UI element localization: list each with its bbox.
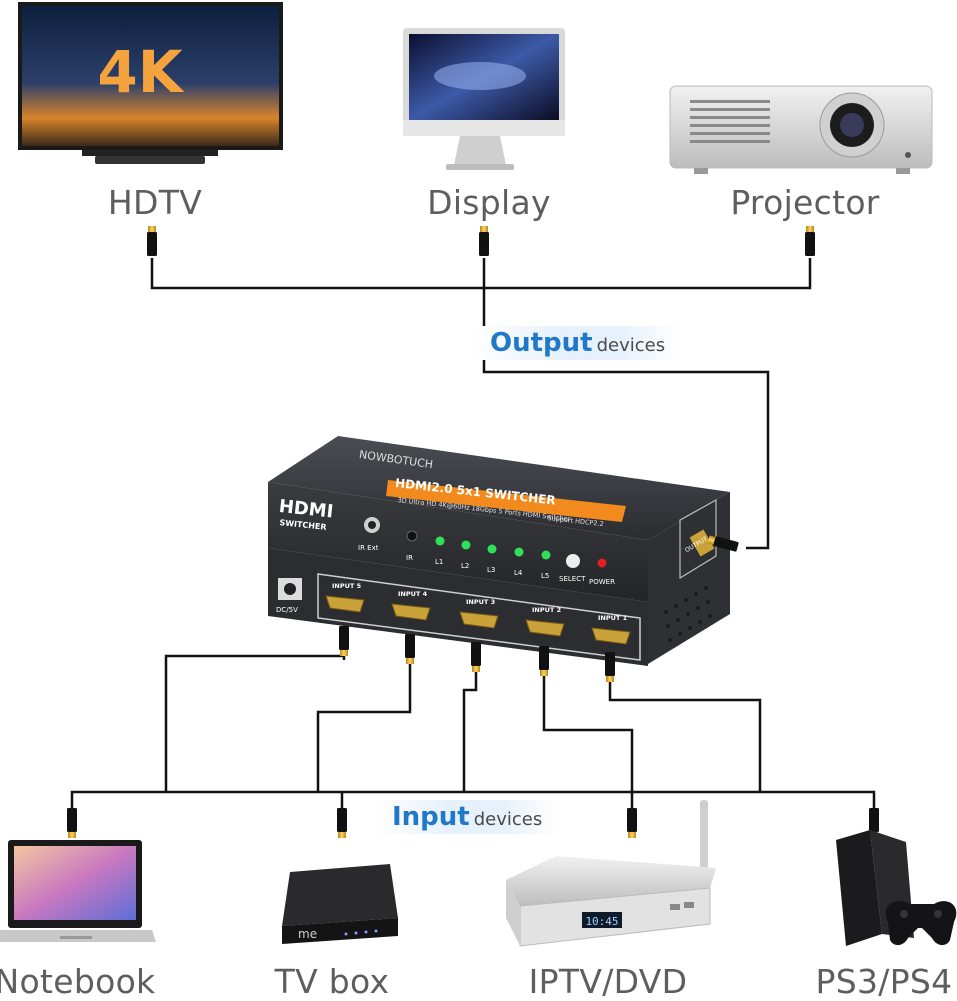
dc-label: DC/5V [276,606,298,614]
led-label-l1: L1 [435,558,444,566]
led-l1 [435,536,445,546]
input4-label: INPUT 4 [398,590,428,598]
power-label: POWER [589,578,615,586]
projector-icon [669,85,933,174]
tv-icon: 4K [18,2,283,164]
switcher-output-plug [707,535,739,552]
power-led [597,558,607,568]
select-button [566,554,580,568]
led-label-l4: L4 [514,569,523,577]
hdtv-hdmi-plug [147,226,157,256]
led-l2 [461,540,471,550]
input2-label: INPUT 2 [532,606,562,614]
display-label: Display [427,183,551,222]
game-console-icon [836,830,957,946]
hdtv-label: HDTV [107,183,203,222]
input2-plug [539,646,549,676]
tv-box-label: TV box [274,962,390,1001]
led-label-l3: L3 [487,566,496,574]
notebook-hdmi-plug [67,808,77,838]
projector-label: Projector [730,183,880,222]
input3-label: INPUT 3 [466,598,496,606]
iptv-clock-display: 10:45 [585,915,618,928]
display-hdmi-plug [479,226,489,256]
iptv-dvd-label: IPTV/DVD [528,962,688,1001]
projector-hdmi-plug [805,226,815,256]
output-band-small: devices [596,335,666,356]
led-l5 [541,550,551,560]
laptop-icon [0,840,156,942]
input5-label: INPUT 5 [332,582,362,590]
tv-box-brand: me [298,927,317,941]
notebook-label: Notebook [0,962,156,1001]
input3-plug [471,642,481,672]
input-band-small: devices [473,809,543,830]
ir-label: IR [406,554,413,562]
input4-plug [405,634,415,664]
led-label-l2: L2 [461,562,470,570]
ir-ext-label: IR Ext [358,544,379,552]
input5-plug [339,626,349,656]
input-cables [70,654,876,808]
output-band-strong: Output [490,328,593,358]
led-l3 [487,544,497,554]
tvbox-hdmi-plug [337,808,347,838]
led-l4 [514,547,524,557]
ps3-ps4-label: PS3/PS4 [815,962,953,1001]
led-label-l5: L5 [541,572,550,580]
input1-plug [605,652,615,682]
iptv-box-icon: 10:45 [506,800,716,947]
input1-label: INPUT 1 [598,614,628,622]
tv-box-icon: me [282,864,398,944]
monitor-icon [403,28,565,170]
tv-4k-badge: 4K [97,38,184,106]
hdmi-switcher [268,436,730,666]
iptv-hdmi-plug [627,808,637,838]
input-band-strong: Input [392,802,470,832]
select-label: SELECT [559,575,586,583]
